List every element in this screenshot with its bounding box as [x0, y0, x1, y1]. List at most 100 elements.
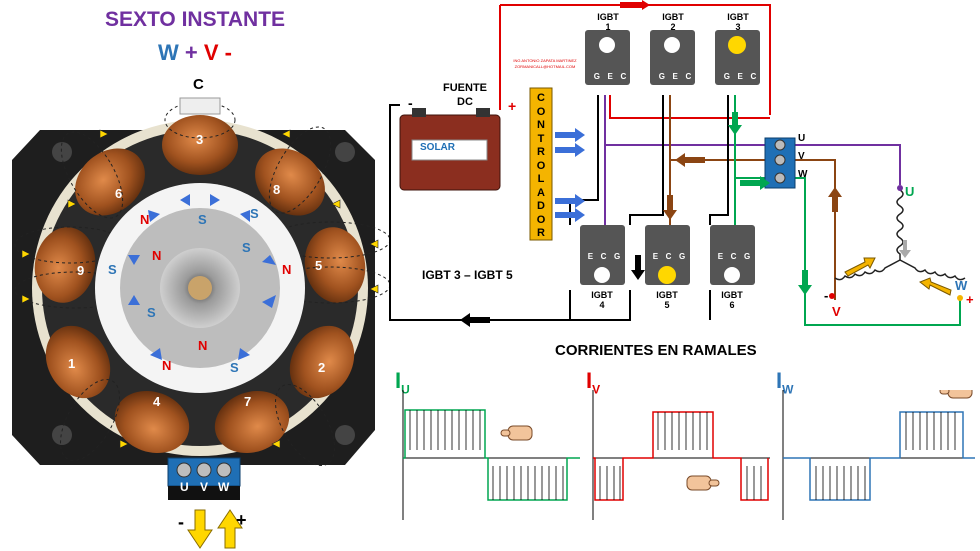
coil-label-4: 4: [153, 394, 161, 409]
pole-n: N: [162, 358, 172, 373]
output-u: U: [798, 133, 806, 144]
coil-label-7: 7: [244, 394, 252, 409]
coil-label-8: 8: [273, 182, 281, 197]
coil-9: [34, 227, 96, 303]
source-title: FUENTE: [443, 82, 487, 94]
flux-markers: [21, 129, 379, 449]
supply-arrows: [187, 509, 243, 549]
star-plus: +: [966, 292, 974, 307]
source-plus: +: [508, 98, 517, 114]
coil-3: [162, 115, 238, 175]
terminal-c-label: C: [193, 76, 204, 93]
motor-terminal-v: V: [200, 480, 209, 494]
field-arrows: [128, 194, 276, 360]
coil-4: [114, 390, 190, 454]
active-igbts-note: IGBT 3 – IGBT 5: [422, 268, 513, 282]
coil-6: [75, 148, 145, 216]
minus-sign: -: [224, 40, 232, 65]
coil-label-1: 1: [68, 356, 76, 371]
battery-label: [411, 139, 488, 161]
star-minus: -: [824, 288, 829, 303]
mount-hole: [335, 425, 355, 445]
waveform-iv: [593, 411, 769, 501]
top-plug: [179, 97, 221, 115]
pointer-hand-icon: [939, 390, 973, 399]
mount-hole: [52, 425, 72, 445]
igbt-bottom-row: [580, 225, 755, 285]
pole-n: N: [152, 248, 162, 263]
coil-1: [45, 325, 111, 399]
pole-s: S: [108, 262, 117, 277]
pole-n: N: [198, 338, 208, 353]
coil-2: [289, 325, 355, 399]
waveform-iu: [403, 409, 580, 501]
coil-5: [304, 227, 366, 303]
coil-8: [255, 148, 325, 216]
current-arrows: [460, 0, 952, 327]
current-waveforms: [402, 390, 975, 520]
igbt-top-row: [585, 30, 760, 85]
source-dc: DC: [457, 96, 473, 108]
currents-title: CORRIENTES EN RAMALES: [555, 342, 757, 359]
supply-minus: -: [178, 512, 184, 532]
star-w: W: [955, 278, 968, 293]
star-v: V: [832, 304, 841, 319]
credit-email: ZORMANICALL@HOTMAIL.COM: [514, 64, 576, 69]
plus-sign: +: [184, 40, 198, 65]
current-iw-label: IW: [776, 368, 794, 397]
source-minus: -: [408, 95, 413, 111]
pole-n: N: [140, 212, 150, 227]
star-winding: [834, 189, 966, 281]
pole-s: S: [147, 305, 156, 320]
current-iv-label: IV: [586, 368, 601, 397]
supply-plus: +: [236, 510, 247, 530]
star-u: U: [905, 184, 915, 199]
output-w: W: [798, 169, 808, 180]
pole-s: S: [198, 212, 207, 227]
motor-terminal-u: U: [180, 480, 189, 494]
mount-hole: [52, 142, 72, 162]
pole-s: S: [230, 360, 239, 375]
phase-w: W: [157, 40, 179, 65]
battery-brand: SOLAR: [420, 142, 455, 153]
pole-s: S: [242, 240, 251, 255]
coil-label-3: 3: [196, 132, 204, 147]
positive-bus: [500, 4, 771, 115]
credit-name: ING ANTONIO ZAPATA MARTINEZ: [513, 58, 577, 63]
pointer-hand-icon: [686, 475, 720, 491]
pole-s: S: [250, 206, 259, 221]
coil-label-9: 9: [77, 263, 85, 278]
coil-label-2: 2: [318, 360, 326, 375]
current-iu-label: IU: [395, 368, 410, 397]
negative-bus: [389, 104, 631, 321]
mount-hole: [335, 142, 355, 162]
diagram-title: SEXTO INSTANTE: [104, 8, 286, 31]
phase-state: W + V -: [100, 40, 290, 66]
controller-box: [529, 87, 553, 241]
phase-v: V: [203, 40, 219, 65]
coil-label-6: 6: [115, 186, 123, 201]
shaft: [188, 276, 212, 300]
motor-terminal-w: W: [218, 480, 230, 494]
coil-label-5: 5: [315, 258, 323, 273]
pole-n: N: [282, 262, 292, 277]
stator-illustration: [12, 97, 390, 549]
pointer-hand-icon: [500, 425, 533, 441]
inverter-circuit: [389, 0, 966, 327]
coil-7: [214, 390, 290, 454]
waveform-iw: [783, 411, 975, 501]
output-v: V: [798, 151, 805, 162]
